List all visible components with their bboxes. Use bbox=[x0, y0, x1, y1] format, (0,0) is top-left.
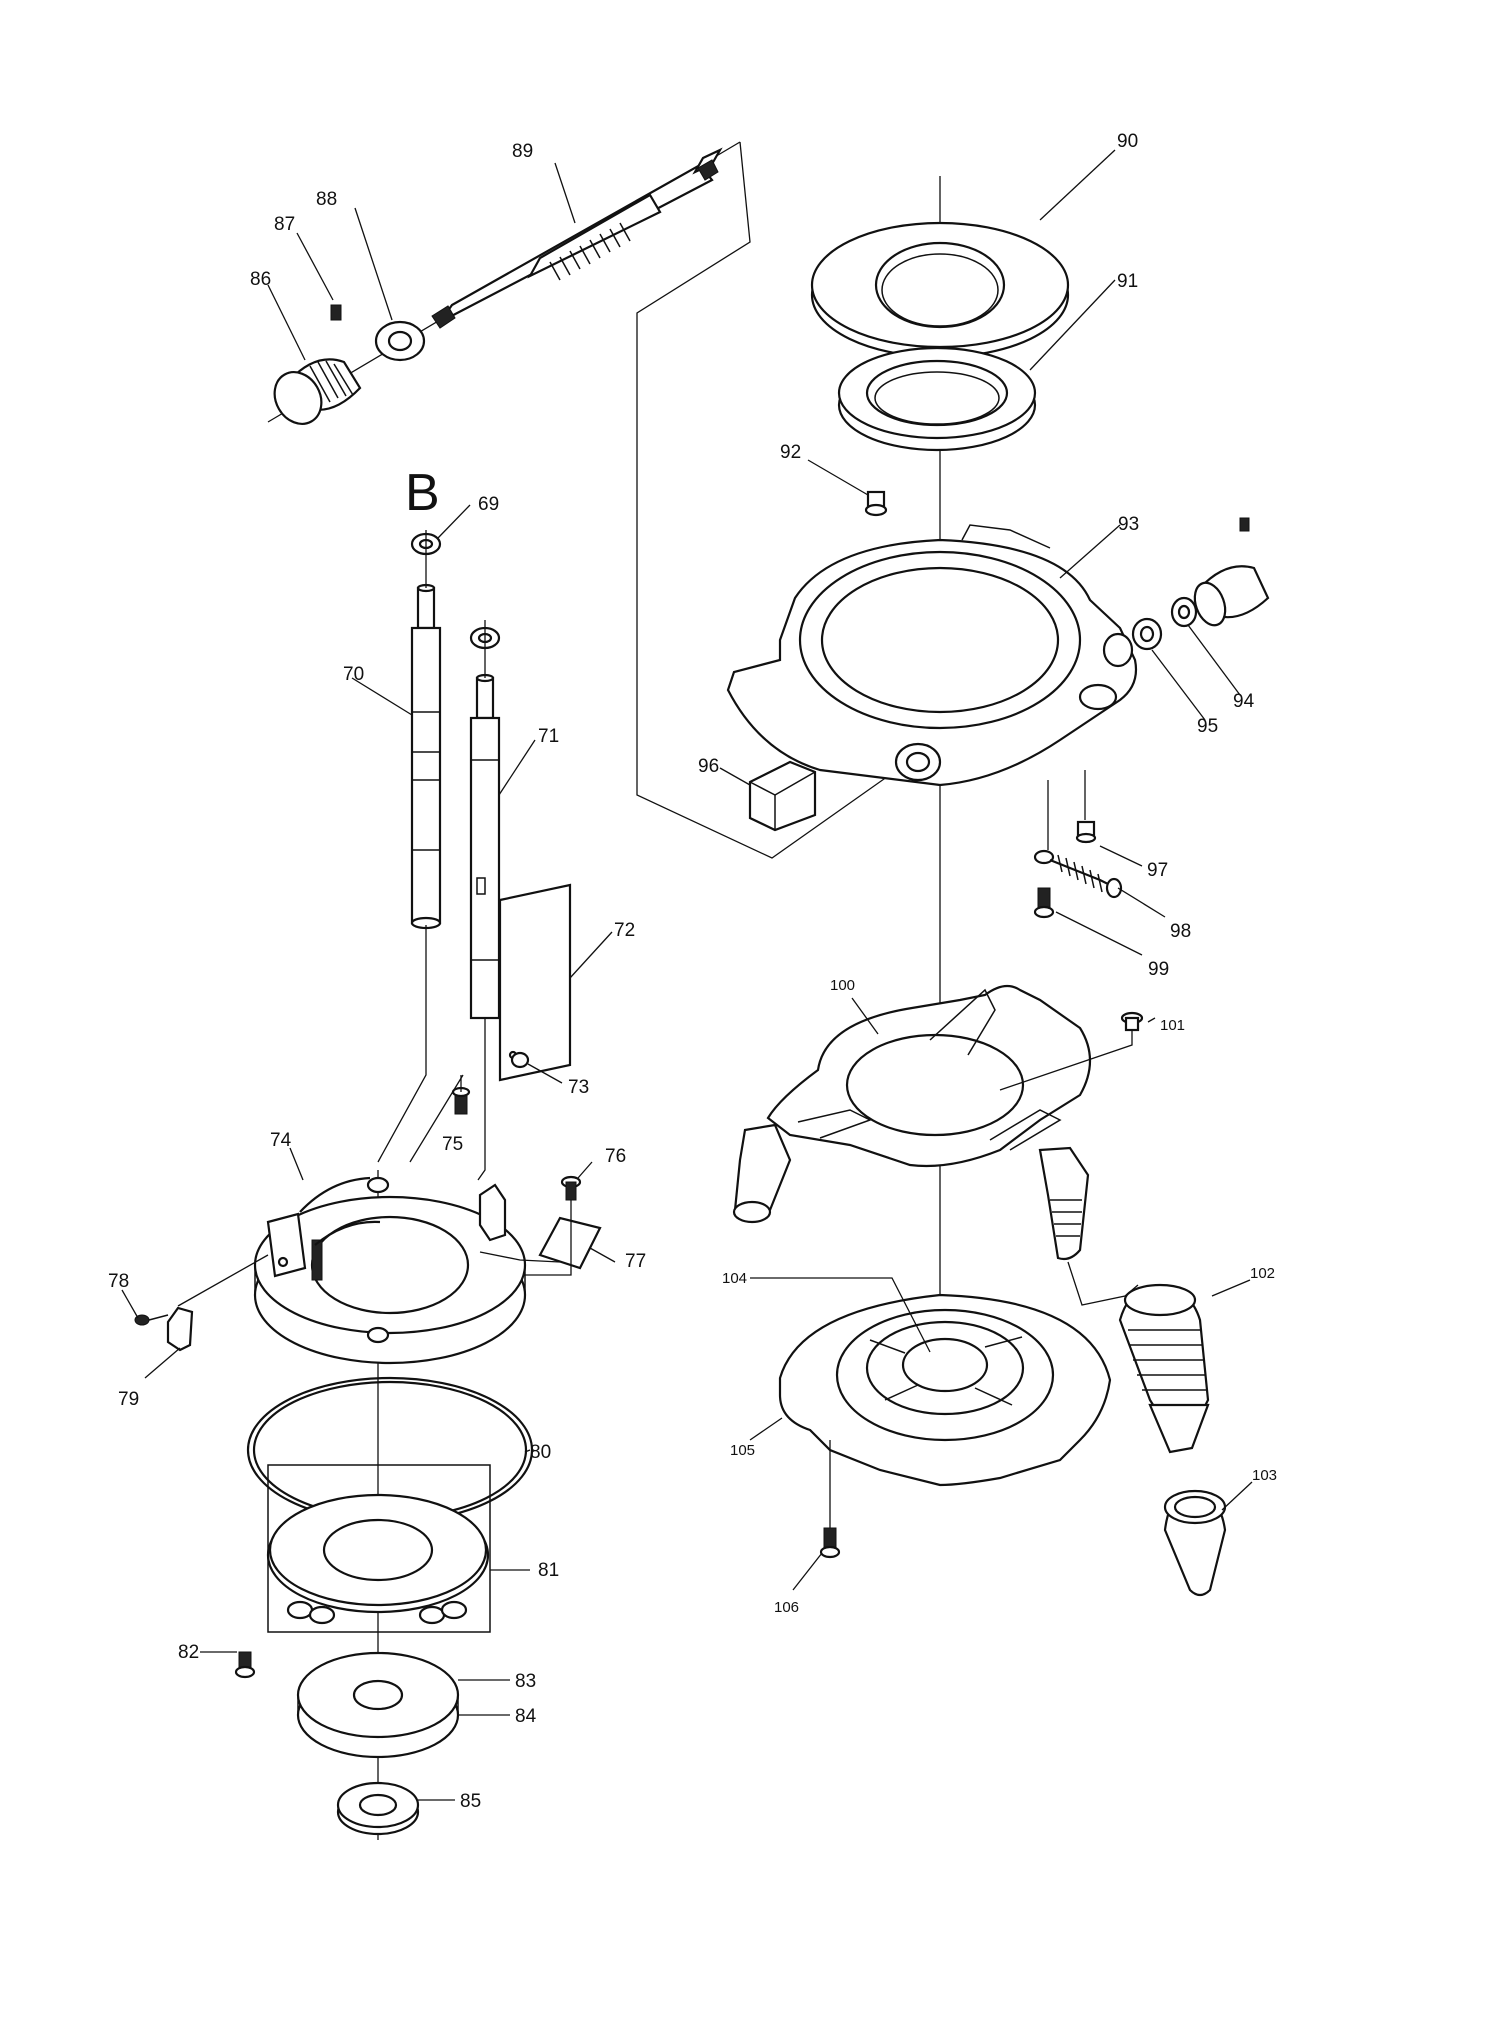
callout-99: 99 bbox=[1148, 959, 1169, 980]
callout-76: 76 bbox=[605, 1146, 626, 1167]
callout-84: 84 bbox=[515, 1706, 537, 1727]
callout-78: 78 bbox=[108, 1271, 129, 1292]
callout-79: 79 bbox=[118, 1389, 139, 1410]
callout-71: 71 bbox=[538, 726, 559, 747]
callout-83: 83 bbox=[515, 1671, 536, 1692]
shaft-set-left bbox=[351, 504, 613, 1181]
callout-77: 77 bbox=[625, 1251, 646, 1272]
callout-72: 72 bbox=[614, 920, 635, 941]
callout-80: 80 bbox=[530, 1442, 551, 1463]
callout-89: 89 bbox=[512, 141, 533, 162]
connection-frame-line bbox=[636, 141, 919, 859]
callout-100: 100 bbox=[830, 977, 855, 994]
callout-74: 74 bbox=[270, 1130, 292, 1151]
callout-101: 101 bbox=[1160, 1017, 1185, 1034]
callout-102: 102 bbox=[1250, 1265, 1275, 1282]
shaft-assembly bbox=[267, 141, 741, 425]
callout-97: 97 bbox=[1147, 860, 1168, 881]
callout-labels: B 69 70 71 72 73 74 75 76 77 78 79 80 81… bbox=[108, 131, 1277, 1812]
callout-73: 73 bbox=[568, 1077, 589, 1098]
callout-90: 90 bbox=[1117, 131, 1138, 152]
callout-94: 94 bbox=[1233, 691, 1255, 712]
callout-96: 96 bbox=[698, 756, 719, 777]
callout-98: 98 bbox=[1170, 921, 1191, 942]
callout-104: 104 bbox=[722, 1270, 747, 1287]
callout-103: 103 bbox=[1252, 1467, 1277, 1484]
callout-86: 86 bbox=[250, 269, 271, 290]
callout-91: 91 bbox=[1117, 271, 1138, 292]
base-ring-assembly bbox=[121, 1074, 616, 1840]
tripod-base-assembly bbox=[732, 984, 1253, 1597]
callout-81: 81 bbox=[538, 1560, 559, 1581]
section-label: B bbox=[405, 464, 440, 522]
callout-85: 85 bbox=[460, 1791, 481, 1812]
callout-82: 82 bbox=[178, 1642, 199, 1663]
callout-70: 70 bbox=[343, 664, 364, 685]
callout-88: 88 bbox=[316, 189, 337, 210]
callout-93: 93 bbox=[1118, 514, 1139, 535]
leveling-ring-assembly bbox=[719, 149, 1270, 1385]
callout-69: 69 bbox=[478, 494, 499, 515]
callout-87: 87 bbox=[274, 214, 295, 235]
callout-106: 106 bbox=[774, 1599, 799, 1616]
spring-and-screws bbox=[1033, 770, 1166, 956]
callout-92: 92 bbox=[780, 442, 801, 463]
callout-105: 105 bbox=[730, 1442, 755, 1459]
callout-75: 75 bbox=[442, 1134, 463, 1155]
callout-95: 95 bbox=[1197, 716, 1218, 737]
